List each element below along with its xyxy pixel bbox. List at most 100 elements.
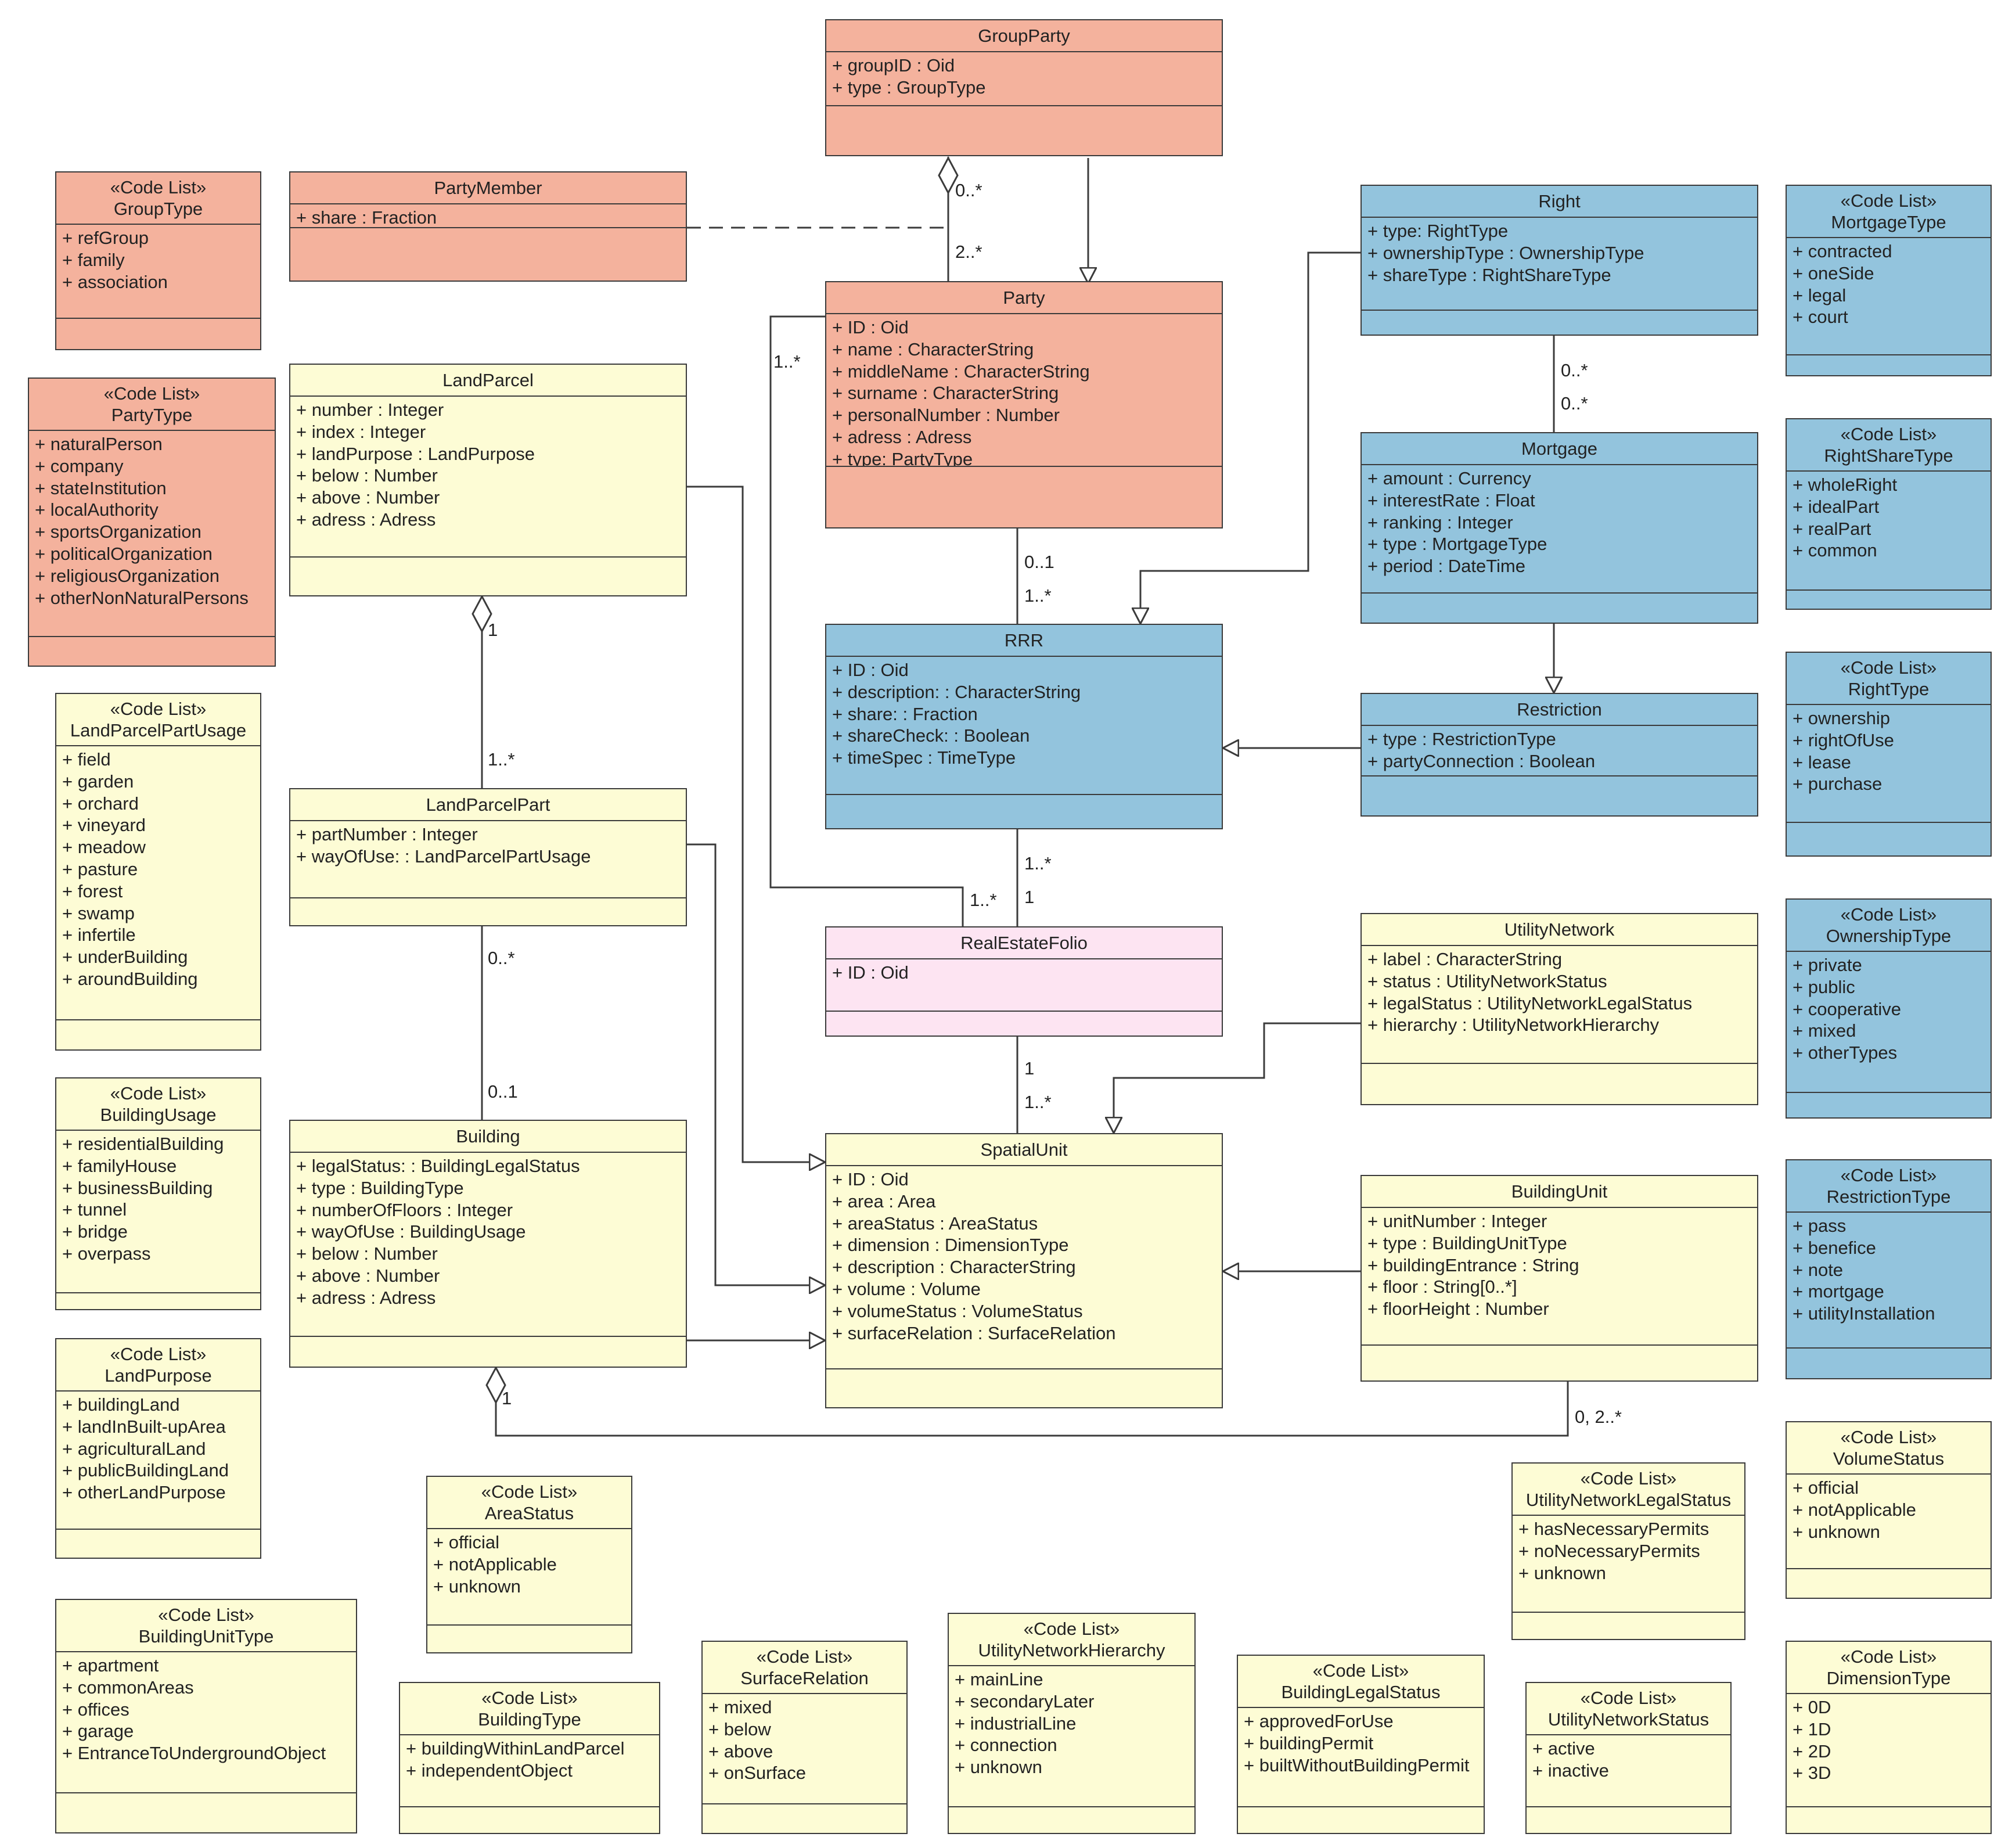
- class-right-share-type[interactable]: «Code List»RightShareType+ wholeRight+ i…: [1786, 418, 1992, 610]
- class-building-unit[interactable]: BuildingUnit+ unitNumber : Integer+ type…: [1360, 1175, 1758, 1382]
- attribute: + cooperative: [1793, 998, 1901, 1019]
- attribute: + forest: [62, 880, 123, 901]
- class-building-legal-status[interactable]: «Code List»BuildingLegalStatus+ approved…: [1237, 1655, 1485, 1834]
- attribute: + above: [708, 1741, 773, 1761]
- class-name: SpatialUnit: [980, 1139, 1068, 1160]
- class-building[interactable]: Building+ legalStatus: : BuildingLegalSt…: [289, 1120, 687, 1368]
- class-surface-relation[interactable]: «Code List»SurfaceRelation+ mixed+ below…: [701, 1641, 908, 1834]
- class-restriction[interactable]: Restriction+ type : RestrictionType+ par…: [1360, 693, 1758, 817]
- class-right-type[interactable]: «Code List»RightType+ ownership+ rightOf…: [1786, 652, 1992, 857]
- class-dimension-type[interactable]: «Code List»DimensionType+ 0D+ 1D+ 2D+ 3D: [1786, 1641, 1992, 1834]
- attribute: + naturalPerson: [35, 434, 163, 454]
- class-header: «Code List»BuildingLegalStatus: [1238, 1656, 1484, 1708]
- class-utility-network[interactable]: UtilityNetwork+ label : CharacterString+…: [1360, 913, 1758, 1105]
- attribute: + unknown: [1518, 1562, 1606, 1583]
- class-building-usage[interactable]: «Code List»BuildingUsage+ residentialBui…: [55, 1077, 261, 1310]
- class-attributes: + mainLine+ secondaryLater+ industrialLi…: [949, 1666, 1194, 1807]
- class-utility-network-hierarchy[interactable]: «Code List»UtilityNetworkHierarchy+ main…: [948, 1613, 1196, 1834]
- class-land-parcel[interactable]: LandParcel+ number : Integer+ index : In…: [289, 364, 687, 596]
- attribute: + partNumber : Integer: [296, 824, 478, 844]
- class-stereotype: «Code List»: [1840, 657, 1937, 678]
- attribute: + meadow: [62, 837, 146, 858]
- attribute: + interestRate : Float: [1367, 490, 1535, 510]
- class-name: DimensionType: [1826, 1668, 1951, 1688]
- attribute: + lease: [1793, 752, 1851, 772]
- mult-rrr-folio-rrr-end: 1..*: [1024, 853, 1052, 873]
- attribute: + secondaryLater: [955, 1691, 1095, 1712]
- right-rrr-generalization: [1140, 251, 1360, 624]
- mult-folio-party-end: 1..*: [970, 890, 997, 910]
- class-mortgage-type[interactable]: «Code List»MortgageType+ contracted+ one…: [1786, 185, 1992, 376]
- class-stereotype: «Code List»: [1840, 1165, 1937, 1185]
- class-name: LandParcelPartUsage: [70, 720, 247, 740]
- mult-landparcel-part-part-end: 1..*: [488, 749, 515, 770]
- attribute: + politicalOrganization: [35, 543, 213, 564]
- attribute: + contracted: [1793, 241, 1892, 261]
- class-name: MortgageType: [1831, 212, 1946, 232]
- class-mortgage[interactable]: Mortgage + amount : Currency+ interestRat…: [1360, 432, 1758, 624]
- attribute: + type : MortgageType: [1367, 534, 1547, 555]
- class-real-estate-folio[interactable]: RealEstateFolio+ ID : Oid: [825, 926, 1223, 1037]
- building-buildingunit-aggregation: [495, 1382, 1569, 1437]
- class-building-type[interactable]: «Code List»BuildingType+ buildingWithinL…: [399, 1682, 660, 1834]
- class-right[interactable]: Right+ type: RightType+ ownershipType : …: [1360, 185, 1758, 336]
- attribute: + description: : CharacterString: [832, 681, 1081, 702]
- attribute: + otherNonNaturalPersons: [35, 587, 249, 608]
- attribute: + builtWithoutBuildingPermit: [1244, 1754, 1470, 1775]
- class-stereotype: «Code List»: [481, 1688, 578, 1708]
- class-area-status[interactable]: «Code List»AreaStatus+ official+ notAppl…: [426, 1476, 632, 1653]
- landparcel-spatialunit-generalization: [687, 486, 825, 1162]
- class-land-parcel-part-usage[interactable]: «Code List»LandParcelPartUsage+ field+ g…: [55, 693, 261, 1051]
- attribute: + adress : Adress: [296, 1287, 436, 1308]
- attribute: + type : BuildingUnitType: [1367, 1232, 1567, 1253]
- class-restriction-type[interactable]: «Code List»RestrictionType+ pass+ benefi…: [1786, 1159, 1992, 1379]
- attribute: + buildingLand: [62, 1394, 180, 1415]
- class-attributes: + approvedForUse+ buildingPermit+ builtW…: [1238, 1708, 1484, 1807]
- class-spatial-unit[interactable]: SpatialUnit+ ID : Oid+ area : Area+ area…: [825, 1133, 1223, 1408]
- attribute: + official: [1793, 1477, 1859, 1498]
- class-header: «Code List»RightShareType: [1787, 419, 1991, 472]
- class-group-party[interactable]: GroupParty+ groupID : Oid+ type : GroupT…: [825, 19, 1223, 156]
- class-utility-network-status[interactable]: «Code List»UtilityNetworkStatus+ active+…: [1525, 1682, 1732, 1834]
- attribute: + landPurpose : LandPurpose: [296, 443, 535, 464]
- class-header: RRR: [826, 625, 1222, 657]
- class-group-type[interactable]: «Code List»GroupType+ refGroup+ family+ …: [55, 171, 261, 350]
- mult-party-folio-party-end: 1..*: [773, 351, 801, 372]
- attribute: + wayOfUse : BuildingUsage: [296, 1221, 526, 1242]
- attribute: + amount : Currency: [1367, 468, 1531, 488]
- class-name: AreaStatus: [484, 1503, 574, 1523]
- attribute: + public: [1793, 976, 1855, 997]
- class-header: «Code List»GroupType: [56, 172, 260, 225]
- mult-right-mortgage-mortgage-end: 0..*: [1561, 393, 1588, 414]
- attribute: + unknown: [433, 1576, 521, 1597]
- attribute: + mixed: [1793, 1020, 1856, 1041]
- class-party[interactable]: Party+ ID : Oid+ name : CharacterString+…: [825, 281, 1223, 528]
- attribute: + below : Number: [296, 1243, 438, 1264]
- attribute: + wayOfUse: : LandParcelPartUsage: [296, 846, 591, 867]
- class-attributes: + field+ garden+ orchard+ vineyard+ mead…: [56, 746, 260, 1020]
- class-stereotype: «Code List»: [110, 699, 207, 719]
- class-building-unit-type[interactable]: «Code List»BuildingUnitType+ apartment+ …: [55, 1599, 357, 1833]
- class-rrr[interactable]: RRR+ ID : Oid+ description: : CharacterS…: [825, 624, 1223, 829]
- class-utility-network-legal-status[interactable]: «Code List»UtilityNetworkLegalStatus+ ha…: [1511, 1462, 1745, 1640]
- class-land-parcel-part[interactable]: LandParcelPart+ partNumber : Integer+ wa…: [289, 788, 687, 926]
- attribute: + court: [1793, 307, 1848, 328]
- mult-party-rrr-rrr-end: 1..*: [1024, 585, 1052, 606]
- class-party-member[interactable]: PartyMember+ share : Fraction: [289, 171, 687, 282]
- class-header: «Code List»LandParcelPartUsage: [56, 694, 260, 746]
- class-name: Mortgage: [1521, 438, 1597, 459]
- attribute: + label : CharacterString: [1367, 949, 1563, 969]
- class-ownership-type[interactable]: «Code List»OwnershipType+ private+ publi…: [1786, 898, 1992, 1119]
- attribute: + rightOfUse: [1793, 729, 1894, 750]
- class-land-purpose[interactable]: «Code List»LandPurpose+ buildingLand+ la…: [55, 1338, 261, 1559]
- class-header: «Code List»SurfaceRelation: [703, 1642, 906, 1694]
- class-party-type[interactable]: «Code List»PartyType+ naturalPerson+ com…: [28, 377, 276, 667]
- class-volume-status[interactable]: «Code List»VolumeStatus+ official+ notAp…: [1786, 1421, 1992, 1599]
- attribute: + numberOfFloors : Integer: [296, 1199, 513, 1220]
- attribute: + vineyard: [62, 815, 146, 836]
- attribute: + EntranceToUndergroundObject: [62, 1743, 326, 1764]
- attribute: + ownership: [1793, 708, 1891, 728]
- class-name: LandPurpose: [105, 1365, 212, 1386]
- attribute: + volumeStatus : VolumeStatus: [832, 1300, 1083, 1321]
- class-name: Restriction: [1517, 699, 1602, 720]
